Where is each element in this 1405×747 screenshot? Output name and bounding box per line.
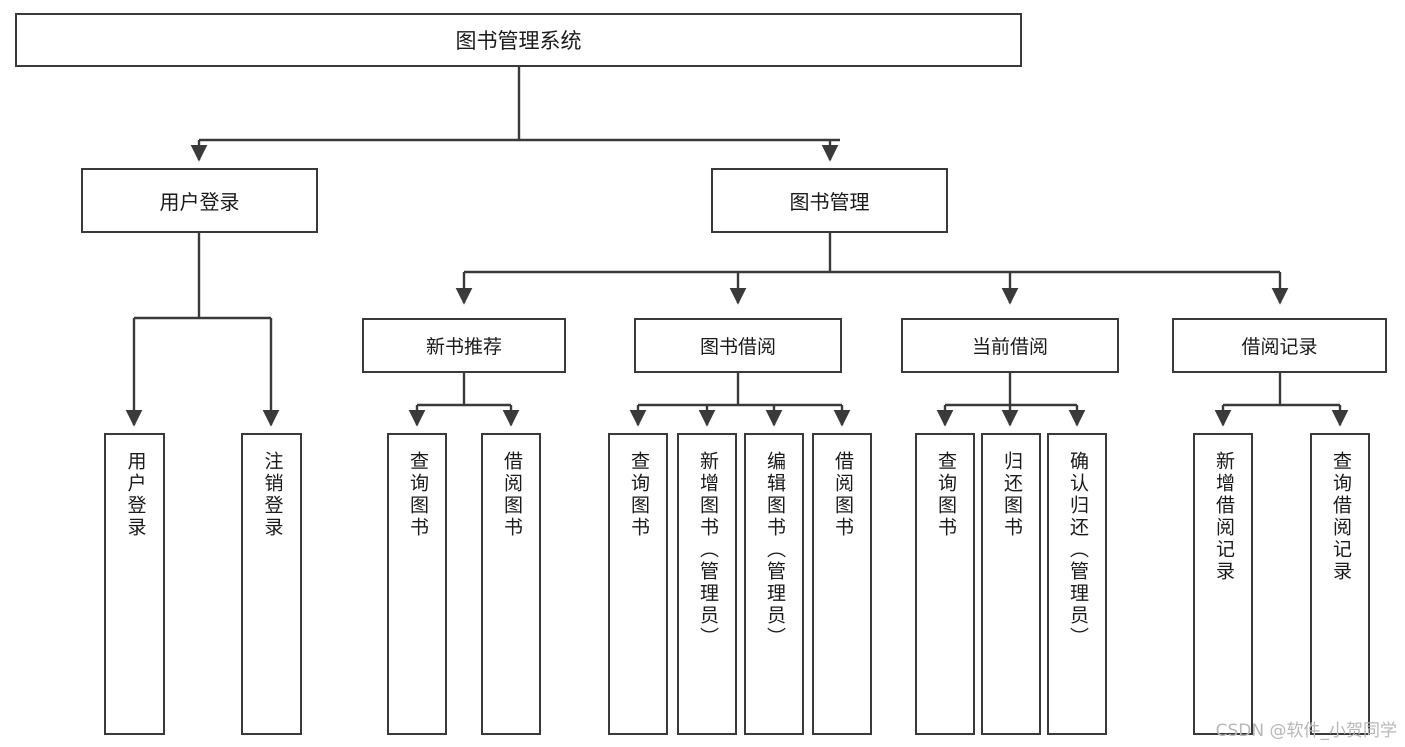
leaf-book-borrow-edit[interactable]: 编辑图书（管理员）	[744, 433, 804, 735]
leaf-new-book-borrow[interactable]: 借阅图书	[481, 433, 541, 735]
node-book-management[interactable]: 图书管理	[711, 168, 948, 233]
leaf-current-borrow-return[interactable]: 归还图书	[981, 433, 1041, 735]
leaf-current-borrow-query[interactable]: 查询图书	[915, 433, 975, 735]
leaf-label: 借阅图书	[831, 451, 854, 539]
node-book-management-label: 图书管理	[789, 190, 870, 214]
leaf-user-login-logout[interactable]: 注销登录	[241, 433, 302, 735]
leaf-current-borrow-confirm-return[interactable]: 确认归还（管理员）	[1047, 433, 1107, 735]
leaf-label: 注销登录	[261, 451, 284, 539]
node-user-login-label: 用户登录	[159, 190, 240, 214]
leaf-label: 用户登录	[124, 451, 147, 539]
node-root[interactable]: 图书管理系统	[15, 13, 1022, 67]
leaf-label: 查询图书	[627, 451, 650, 539]
watermark: CSDN @软件_小贺同学	[1215, 721, 1397, 741]
leaf-label: 编辑图书（管理员）	[763, 451, 786, 649]
leaf-user-login-login[interactable]: 用户登录	[104, 433, 165, 735]
leaf-label: 查询借阅记录	[1329, 451, 1352, 583]
leaf-book-borrow-borrow[interactable]: 借阅图书	[812, 433, 872, 735]
node-borrow-records[interactable]: 借阅记录	[1172, 318, 1387, 373]
node-borrow-records-label: 借阅记录	[1241, 336, 1318, 358]
leaf-label: 查询图书	[406, 451, 429, 539]
leaf-book-borrow-query[interactable]: 查询图书	[608, 433, 668, 735]
node-current-borrow[interactable]: 当前借阅	[901, 318, 1119, 373]
leaf-borrow-records-query[interactable]: 查询借阅记录	[1310, 433, 1370, 735]
leaf-label: 确认归还（管理员）	[1066, 451, 1089, 649]
node-book-borrow[interactable]: 图书借阅	[634, 318, 842, 373]
node-new-book-recommend-label: 新书推荐	[425, 336, 502, 358]
node-new-book-recommend[interactable]: 新书推荐	[362, 318, 566, 373]
leaf-label: 归还图书	[1000, 451, 1023, 539]
leaf-new-book-query[interactable]: 查询图书	[387, 433, 447, 735]
node-current-borrow-label: 当前借阅	[971, 336, 1048, 358]
leaf-label: 新增借阅记录	[1212, 451, 1235, 583]
node-user-login[interactable]: 用户登录	[81, 168, 318, 233]
node-root-label: 图书管理系统	[455, 29, 582, 53]
leaf-label: 新增图书（管理员）	[696, 451, 719, 649]
leaf-borrow-records-add[interactable]: 新增借阅记录	[1193, 433, 1253, 735]
leaf-label: 查询图书	[934, 451, 957, 539]
leaf-label: 借阅图书	[500, 451, 523, 539]
node-book-borrow-label: 图书借阅	[699, 336, 776, 358]
leaf-book-borrow-add[interactable]: 新增图书（管理员）	[677, 433, 737, 735]
